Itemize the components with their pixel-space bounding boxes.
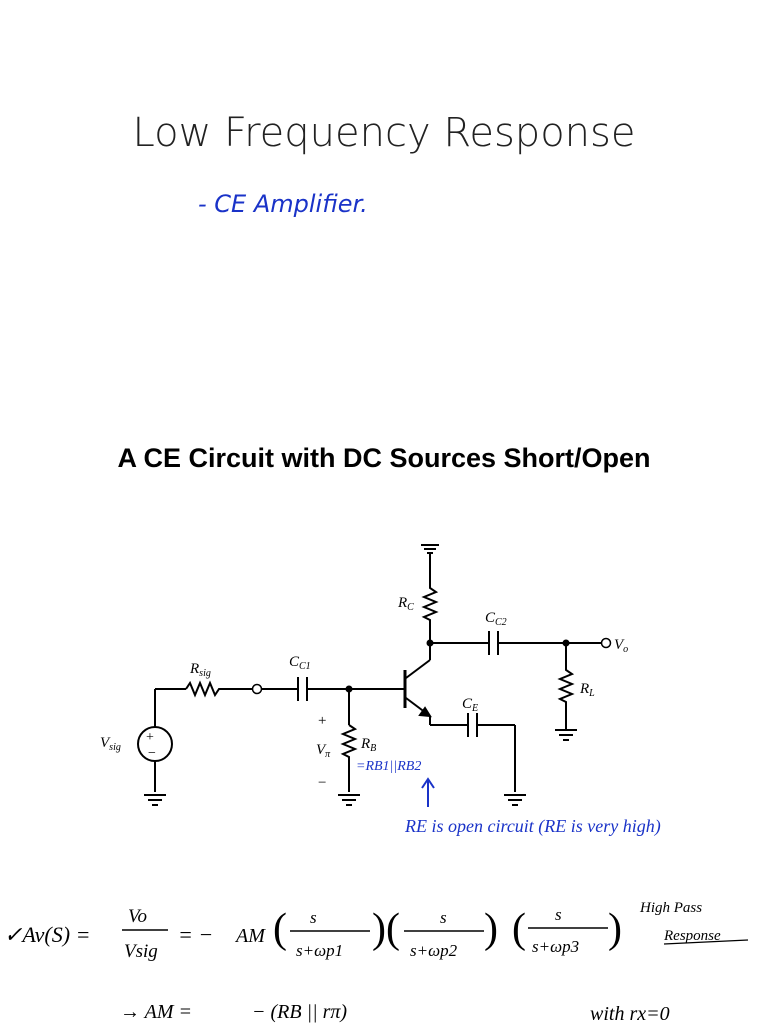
note-ce-amplifier: - CE Amplifier. <box>198 190 368 218</box>
svg-text:): ) <box>372 906 386 952</box>
eq-am-line: → AM = <box>120 1001 192 1023</box>
rb-resistor <box>340 724 358 792</box>
vcc-ground-symbol <box>421 544 439 585</box>
vsig-ground-symbol <box>144 794 166 806</box>
label-vpi-minus: − <box>318 775 326 791</box>
label-vsig: Vsig <box>100 735 121 753</box>
vsig-minus: − <box>148 746 156 761</box>
label-ce: CE <box>462 696 478 714</box>
eq-f2-num: s <box>440 908 447 927</box>
vsig-plus: + <box>146 730 154 745</box>
eq-equals-minus: = − <box>178 922 213 947</box>
rl-resistor <box>557 643 575 730</box>
svg-text:(: ( <box>273 906 287 952</box>
svg-text:): ) <box>608 906 622 952</box>
label-cc1: CC1 <box>289 654 311 672</box>
label-rc: RC <box>397 595 414 613</box>
eq-f3-num: s <box>555 905 562 924</box>
circuit-diagram: + − RC CC2 Vo Rsig CC1 RL CE Vsig + Vπ −… <box>100 544 661 837</box>
label-rsig: Rsig <box>189 661 211 679</box>
arrow-up-icon <box>421 777 435 807</box>
annotation-rb: =RB1||RB2 <box>356 759 421 774</box>
eq-f2-den: s+ωp2 <box>410 941 458 960</box>
annotation-re: RE is open circuit (RE is very high) <box>404 816 661 837</box>
eq-hp-line1: High Pass <box>639 900 702 916</box>
eq-f1-den: s+ωp1 <box>296 941 343 960</box>
label-cc2: CC2 <box>485 610 507 628</box>
slide-title: Low Frequency Response <box>132 110 636 156</box>
rsig-resistor <box>185 680 252 698</box>
equation-area: ✓Av(S) = Vo Vsig = − AM ( s s+ωp1 ) ( s … <box>4 900 749 1024</box>
svg-text:): ) <box>484 906 498 952</box>
output-terminal <box>600 637 612 649</box>
label-vpi-plus: + <box>318 713 326 729</box>
label-vpi: Vπ <box>316 742 331 760</box>
svg-text:(: ( <box>386 906 400 952</box>
eq-f1-num: s <box>310 908 317 927</box>
eq-vsig: Vsig <box>124 941 158 962</box>
rc-resistor <box>421 585 439 643</box>
eq-am: AM <box>234 925 266 947</box>
eq-vo: Vo <box>128 906 147 927</box>
eq-f3-den: s+ωp3 <box>532 937 579 956</box>
input-terminal <box>251 683 263 695</box>
eq-with: with rx=0 <box>590 1003 670 1024</box>
svg-text:(: ( <box>512 906 526 952</box>
eq-hp-line2: Response <box>663 928 721 944</box>
rl-ground-symbol <box>555 729 577 741</box>
label-rl: RL <box>579 681 595 699</box>
eq-av-lhs: ✓Av(S) = <box>4 922 90 947</box>
label-vo: Vo <box>614 637 628 655</box>
ce-ground-symbol <box>504 794 526 806</box>
eq-am-rhs: − (RB || rπ) <box>252 1001 347 1023</box>
section-title: A CE Circuit with DC Sources Short/Open <box>117 443 651 473</box>
rb-ground-symbol <box>338 794 360 806</box>
label-rb: RB <box>360 736 376 754</box>
